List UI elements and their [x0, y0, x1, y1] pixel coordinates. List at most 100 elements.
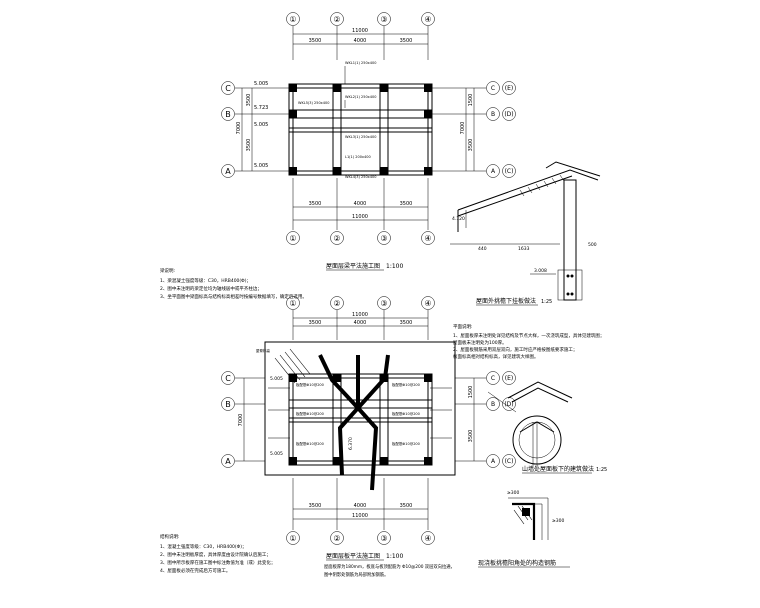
notes-line: 1、屋面板厚未注明处详见结构及节点大样，一次浇筑成型，具体见建筑图； — [453, 332, 604, 339]
dim-right-total: 7000 — [460, 122, 466, 135]
dim-span: 3500 — [309, 201, 322, 207]
dim-span: 3500 — [400, 320, 413, 326]
eave-dim: 1633 — [518, 246, 530, 252]
row-label: A — [491, 458, 496, 465]
eave-dim: 4.120 — [452, 216, 465, 222]
axis-label: ④ — [424, 15, 431, 24]
dim-span: 4000 — [354, 503, 367, 509]
elevation-tag: 5.005 — [254, 122, 268, 128]
axis-label: ③ — [380, 534, 387, 543]
axis-label: ④ — [424, 234, 431, 243]
dim-left-total: 7000 — [236, 122, 242, 135]
plate-label: 板配筋Φ10@200 — [392, 441, 420, 446]
elevation-tag: 5.005 — [254, 163, 268, 169]
dim-right: 1500 — [468, 94, 474, 107]
notes-heading: 结构说明: — [160, 533, 180, 540]
axis-label: ③ — [380, 15, 387, 24]
row-label: B — [491, 111, 495, 118]
beam-note: WKL4(3) 250x400 — [345, 175, 376, 179]
eave-detail-title: 屋面外挑檐下挂板做法 — [476, 297, 536, 305]
axis-label: ① — [289, 15, 296, 24]
row-label: C — [225, 374, 231, 383]
ridge-detail-title: 山墙处屋面板下的建筑做法 — [522, 465, 594, 473]
row-label: A — [491, 168, 496, 175]
dim-right: 3500 — [468, 430, 474, 443]
dim-total: 11000 — [352, 28, 368, 34]
dim-span: 3500 — [400, 503, 413, 509]
corner-dim: ≥300 — [552, 518, 564, 524]
notes-line: 2、图中未注明的梁定位均为轴线居中或平齐柱边； — [160, 285, 262, 292]
dim-span: 3500 — [400, 38, 413, 44]
axis-label: ② — [333, 534, 340, 543]
eave-dim: 440 — [478, 246, 487, 252]
plate-label: 板配筋Φ10@200 — [392, 411, 420, 416]
axis-label: ② — [333, 15, 340, 24]
notes-line: 2、屋面板钢筋采用双层双向，施工时应严格按图纸要求施工； — [453, 346, 577, 353]
axis-bubble — [421, 12, 435, 26]
row-mark: (C) — [505, 168, 514, 175]
dim-span: 3500 — [400, 201, 413, 207]
notes-line: 3、坐平面图中梁面标高与结构标高相差时按编号数据填写，确定后选用。 — [160, 293, 307, 300]
plan-note-line: 图中阴影处钢筋为局部附加钢筋。 — [324, 571, 388, 578]
beam-note: WKL3(1) 250x400 — [345, 135, 376, 139]
axis-bubble — [286, 12, 300, 26]
ridge-label: 屋脊标高 — [256, 348, 270, 353]
elevation-tag: 5.005 — [270, 451, 283, 457]
corner-detail: ≥300 ≥300 现浇板挑檐阳角处的构造钢筋 — [478, 490, 570, 568]
plate-label: 板配筋Φ10@200 — [296, 441, 324, 446]
roof-notes: 平面说明: 1、屋面板厚未注明处详见结构及节点大样，一次浇筑成型，具体见建筑图；… — [453, 323, 604, 360]
bottom-plan-title: 屋面层板平法施工图 — [326, 552, 380, 560]
top-plan-scale: 1:100 — [386, 263, 403, 270]
dim-total: 11000 — [352, 214, 368, 220]
dim-span: 4000 — [354, 320, 367, 326]
axis-label: ② — [333, 299, 340, 308]
row-mark: (C) — [505, 458, 514, 465]
notes-line: 3、图中所示板厚在施工图中标注数值为准（或）此变化； — [160, 559, 275, 566]
notes-line: 1、混凝土强度等级：C30，HRB400(Φ)； — [160, 543, 246, 550]
eave-detail: 4.120 440 1633 500 3.008 屋面外挑檐下挂板做法 1:25 — [450, 161, 601, 306]
top-plan-title: 屋面层梁平法施工图 — [326, 262, 380, 270]
plate-label: 板配筋Φ10@200 — [392, 382, 420, 387]
notes-heading: 梁说明: — [160, 267, 175, 274]
dim-total: 11000 — [352, 513, 368, 519]
row-label: B — [225, 400, 231, 409]
corner-dim: ≥300 — [507, 490, 519, 496]
corner-detail-title: 现浇板挑檐阳角处的构造钢筋 — [478, 559, 556, 567]
eave-detail-scale: 1:25 — [541, 299, 552, 305]
dim-span: 4000 — [354, 201, 367, 207]
ridge-detail: 山墙处屋面板下的建筑做法 1:25 — [487, 381, 607, 474]
row-label: B — [225, 110, 231, 119]
axis-label: ④ — [424, 534, 431, 543]
row-label: C — [491, 85, 495, 92]
row-mark: (D) — [504, 111, 513, 118]
beam-note: L1(1) 200x400 — [345, 155, 371, 159]
elevation-tag: 5.005 — [270, 376, 283, 382]
eave-dim: 3.008 — [534, 268, 547, 274]
plan-note-line: 屋面板厚为180mm，板底与板顶配筋为 Φ10@200 双层双向拉通， — [324, 563, 455, 570]
axis-label: ④ — [424, 299, 431, 308]
dim-right: 1500 — [468, 386, 474, 399]
beam-note: WKL1(1) 250x400 — [345, 61, 376, 65]
axis-label: ③ — [380, 234, 387, 243]
notes-line: 2、图中未注明板厚度，具体厚度由设计院确认后施工； — [160, 551, 271, 558]
dim-span: 3500 — [309, 503, 322, 509]
notes-line: 屋面板未注明处为100厚。 — [453, 339, 507, 346]
dim-span: 3500 — [309, 320, 322, 326]
elevation-tag: 5.005 — [254, 81, 268, 87]
plate-label: 板配筋Φ10@200 — [296, 382, 324, 387]
dim-left-total: 7000 — [238, 414, 244, 427]
dim-right: 3500 — [468, 139, 474, 152]
row-mark: (D) — [504, 401, 513, 408]
row-mark: (E) — [505, 375, 513, 382]
bottom-plan-scale: 1:100 — [386, 553, 403, 560]
plate-label: 板配筋Φ10@200 — [296, 411, 324, 416]
notes-line: 板面标高相对结构标高，详见建筑大样图。 — [453, 353, 539, 360]
axis-label: ② — [333, 234, 340, 243]
elevation-tag: 5.723 — [254, 105, 268, 111]
axis-label: ③ — [380, 299, 387, 308]
notes-heading: 平面说明: — [453, 323, 473, 330]
axis-label: ① — [289, 299, 296, 308]
dim-left: 3500 — [246, 139, 252, 152]
row-label: A — [225, 457, 231, 466]
